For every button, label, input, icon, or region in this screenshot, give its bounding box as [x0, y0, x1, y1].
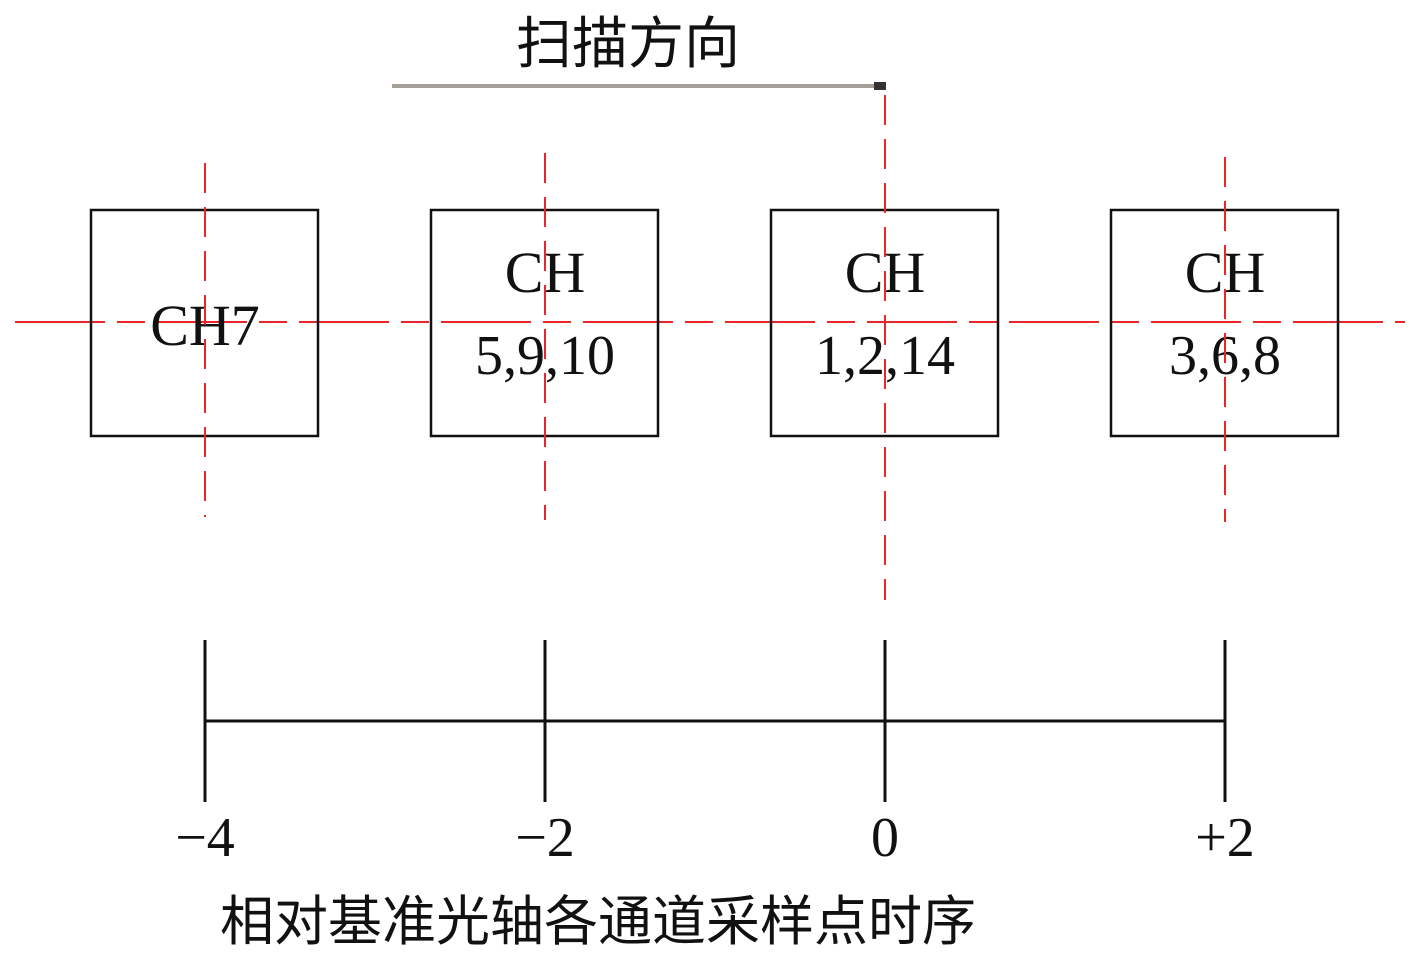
axis-caption: 相对基准光轴各通道采样点时序	[220, 890, 976, 953]
channel-box: CH7	[89, 163, 320, 517]
channel-box: CH1,2,14	[769, 95, 1000, 600]
axis-tick-label: 0	[871, 807, 899, 869]
axis-tick-label: +2	[1195, 807, 1255, 869]
channel-box: CH3,6,8	[1109, 157, 1340, 522]
channel-box: CH5,9,10	[429, 153, 660, 520]
axis-tick-label: −2	[515, 807, 575, 869]
scan-direction-arrow	[392, 82, 886, 90]
axis-tick-label: −4	[175, 807, 235, 869]
scan-direction-title: 扫描方向	[516, 12, 740, 77]
